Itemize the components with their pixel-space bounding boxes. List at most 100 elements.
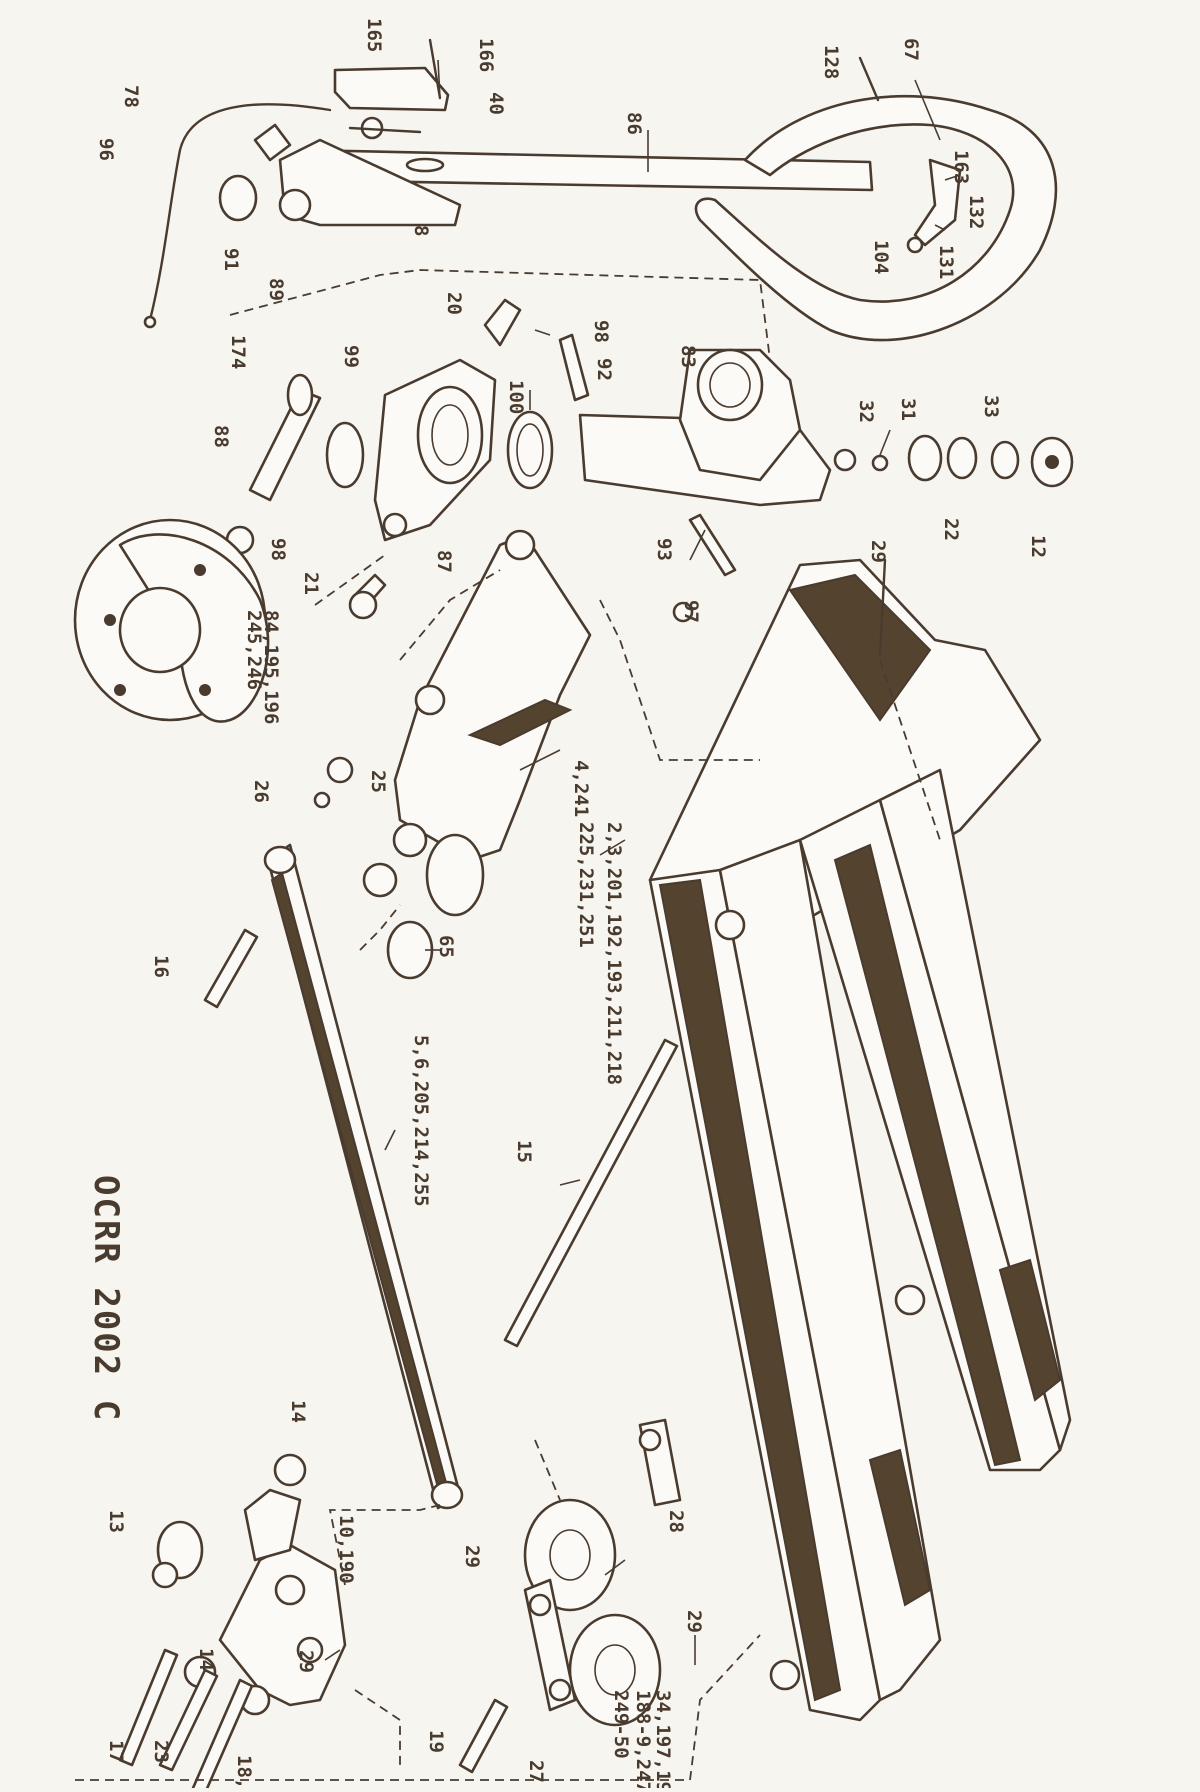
part-label: 93 [653, 538, 675, 561]
part-label: 84,195,196 [260, 610, 282, 724]
part-label: 188-9,247-8 [632, 1690, 654, 1788]
diagram-title: OCRR 2002 C [86, 1175, 126, 1422]
part-label: 29 [683, 1610, 705, 1633]
rod-128 [858, 56, 880, 102]
part-label: 67 [900, 38, 922, 61]
part-label: 33 [980, 395, 1002, 418]
handle-loop-grip [694, 94, 1058, 342]
part-label: 132 [965, 195, 987, 229]
part-label: 10,190 [335, 1515, 357, 1584]
lift-linkage [203, 529, 679, 1510]
lever-pin [906, 236, 924, 254]
pin-17 [118, 1648, 179, 1767]
washer-14-top [273, 1453, 307, 1487]
steer-wheel [73, 518, 270, 723]
leader-lines [324, 59, 961, 1665]
part-label: 29 [461, 1545, 483, 1568]
part-label: 29 [867, 540, 889, 563]
part-label: 14 [195, 1648, 217, 1671]
part-label: 88 [210, 425, 232, 448]
part-label: 26 [250, 780, 272, 803]
pin-19 [458, 1698, 509, 1774]
part-label: 86 [623, 112, 645, 135]
assembly-guide-lines [75, 269, 941, 1781]
part-label: 34,197,198 [652, 1690, 674, 1788]
washer-33 [990, 440, 1020, 480]
part-label: 245,246 [243, 610, 265, 690]
washer-22 [946, 436, 978, 480]
part-label: 5,6,205,214,255 [410, 1035, 432, 1207]
part-label: 17 [105, 1740, 127, 1763]
part-label: 13 [105, 1510, 127, 1533]
part-label: 28 [665, 1510, 687, 1533]
part-label: 23 [150, 1740, 172, 1763]
pump-assembly [225, 298, 1074, 623]
rod-15 [503, 1038, 679, 1348]
part-label: 97 [680, 600, 702, 623]
part-label: 174 [227, 335, 249, 369]
part-label: 32 [855, 400, 877, 423]
pin-18 [189, 1678, 254, 1792]
part-label: 18,191 [233, 1755, 255, 1788]
handle-bracket-hole [278, 188, 312, 222]
handle-top-block [333, 66, 450, 112]
part-label: 29 [295, 1650, 317, 1673]
pin-93 [688, 513, 737, 577]
bolt-20 [483, 298, 522, 347]
part-label: 22 [940, 518, 962, 541]
part-label: 99 [340, 345, 362, 368]
part-label: 4,241 [570, 760, 592, 817]
part-label: 19 [425, 1730, 447, 1753]
release-lever [913, 158, 962, 247]
pin-23 [158, 1668, 219, 1772]
part-label: 165 [363, 18, 385, 52]
pin-16 [203, 928, 259, 1009]
part-label: 104 [870, 240, 892, 274]
nut-97 [672, 601, 694, 623]
steer-wheel-hub [118, 586, 202, 674]
part-label: 31 [897, 398, 919, 421]
washer-8 [405, 157, 445, 173]
part-label: 83 [677, 345, 699, 368]
part-label: 98 [590, 320, 612, 343]
part-label: 14 [287, 1400, 309, 1423]
ball-32 [871, 454, 889, 472]
part-label: 78 [120, 85, 142, 108]
part-label: 27 [525, 1760, 547, 1783]
part-label: 65 [435, 935, 457, 958]
part-label: 96 [95, 138, 117, 161]
part-label: 8 [410, 225, 432, 236]
part-label: 21 [300, 572, 322, 595]
fork-frame [648, 558, 1072, 1722]
part-label: 100 [505, 380, 527, 414]
part-label: 20 [443, 292, 465, 315]
washer-31 [907, 434, 943, 482]
part-label: 92 [593, 358, 615, 381]
o-ring-99 [325, 421, 365, 489]
part-label: 16 [150, 955, 172, 978]
part-label: 2,3,201,192,193,211,218 [603, 822, 625, 1085]
part-label: 12 [1027, 535, 1049, 558]
chain-end [143, 315, 157, 329]
part-label: 40 [485, 92, 507, 115]
pump-housing-bore [416, 385, 484, 485]
release-chain [148, 103, 332, 322]
roller-assembly [118, 1418, 682, 1792]
part-label: 89 [265, 278, 287, 301]
piston-rod [248, 388, 322, 502]
pin-92 [558, 333, 590, 402]
bushing-91 [218, 174, 258, 222]
nut-25 [326, 756, 354, 784]
part-label: 91 [220, 248, 242, 271]
part-label: 225,231,251 [575, 822, 597, 948]
pin-29-top [878, 558, 887, 657]
part-label: 166 [475, 38, 497, 72]
part-label: 163 [950, 150, 972, 184]
part-label: 87 [433, 550, 455, 573]
handle-assembly [143, 38, 1058, 342]
part-label: 25 [367, 770, 389, 793]
part-label: 98 [267, 538, 289, 561]
